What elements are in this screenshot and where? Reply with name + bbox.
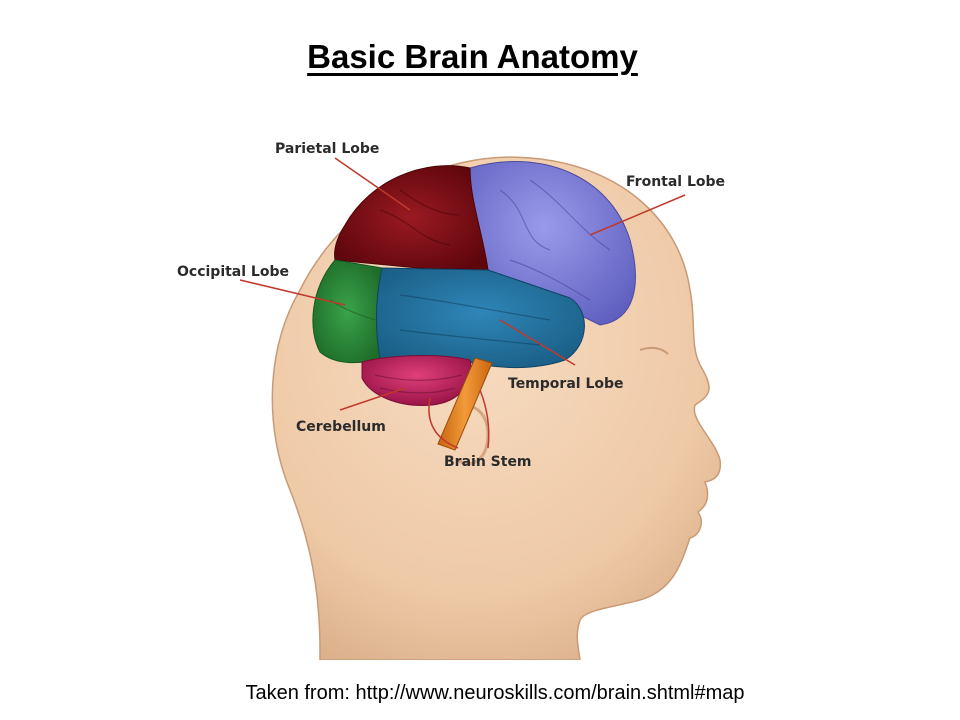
slide-title: Basic Brain Anatomy	[307, 38, 638, 75]
brain-anatomy-diagram: Parietal Lobe Frontal Lobe Occipital Lob…	[170, 120, 770, 660]
source-caption: Taken from: http://www.neuroskills.com/b…	[245, 682, 745, 704]
label-temporal-lobe: Temporal Lobe	[508, 376, 624, 392]
label-brain-stem: Brain Stem	[444, 454, 532, 470]
eye-shape	[639, 346, 669, 355]
temporal-leader-line	[499, 319, 576, 366]
occipital-leader-line	[239, 279, 346, 306]
brain-diagram-svg: Parietal Lobe Frontal Lobe Occipital Lob…	[177, 141, 725, 660]
label-occipital-lobe: Occipital Lobe	[177, 264, 289, 280]
brain-folds	[329, 179, 611, 394]
label-cerebellum: Cerebellum	[296, 419, 386, 435]
frontal-leader-line	[589, 194, 686, 236]
brain-stem	[437, 357, 493, 451]
parietal-lobe	[334, 165, 489, 271]
label-frontal-lobe: Frontal Lobe	[626, 174, 725, 190]
leader-lines	[239, 157, 686, 449]
brain-stem-leader-line	[428, 397, 459, 449]
brain-stem-leader-line-2	[479, 389, 490, 449]
parietal-leader-line	[334, 157, 411, 211]
cerebellum-leader-line	[339, 387, 406, 411]
label-parietal-lobe: Parietal Lobe	[275, 141, 379, 157]
